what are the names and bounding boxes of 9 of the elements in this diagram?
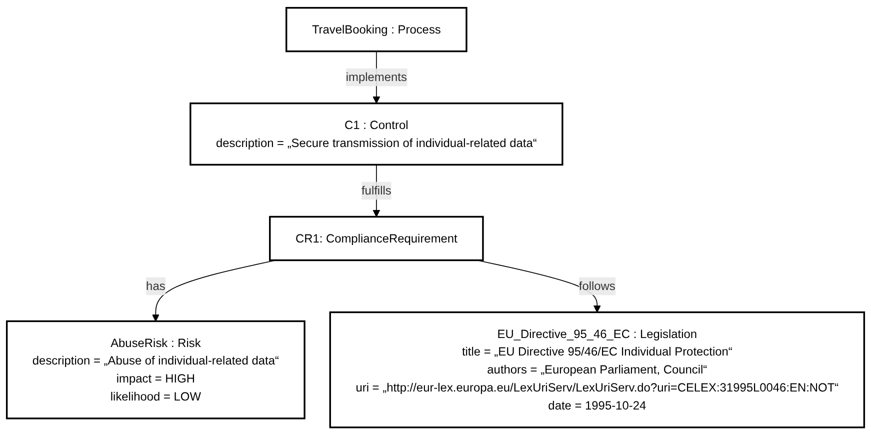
node-box: EU_Directive_95_46_EC : Legislation title = „EU Directive 95/46/EC Individual Protection“ authors = „European Parliament, Council“ uri = „http://eur-lex.europa.eu/LexUriServ/LexUriServ.do?uri=CELEX:31995L0046:EN:NOT“ date = 1995-10-24: [329, 311, 866, 428]
edge-label: follows: [578, 278, 616, 293]
edge-label: has: [146, 278, 166, 293]
edge-label: implements: [346, 70, 407, 84]
node-box: CR1: ComplianceRequirement: [269, 216, 484, 261]
node-box: C1 : Control description = „Secure transmission of individual-related data“: [190, 102, 564, 166]
node-box: AbuseRisk : Risk description = „Abuse of individual-related data“ impact = HIGH likelihood = LOW: [6, 320, 306, 420]
node-box: TravelBooking : Process: [286, 6, 468, 52]
edge-label: fulfills: [361, 183, 392, 198]
